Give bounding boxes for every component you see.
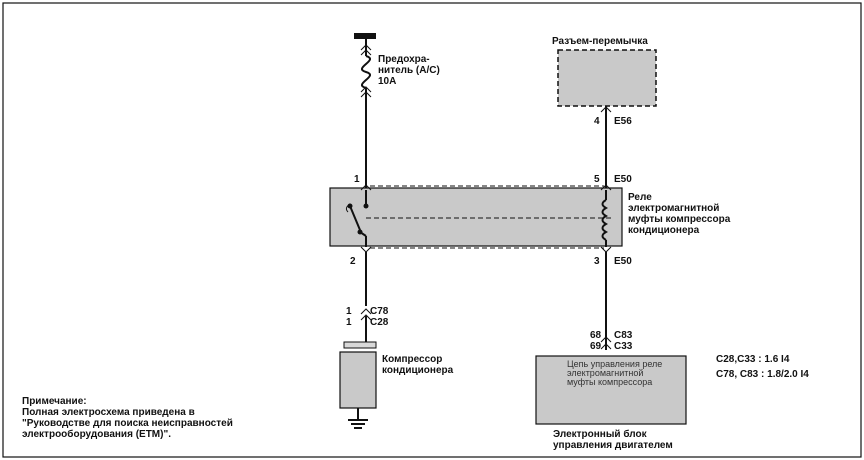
- fuse-label-line3: 10A: [378, 76, 396, 87]
- relay-coil-icon: [601, 199, 609, 241]
- relay-pin-5: 5: [594, 174, 600, 185]
- legend-line1: C28,C33 : 1.6 I4: [716, 354, 790, 365]
- ecu-pin1: 68: [590, 330, 602, 341]
- relay-pin5-chevron: [600, 184, 612, 191]
- fuse-connector-top: [360, 44, 372, 56]
- relay-pin-3: 3: [594, 256, 600, 267]
- jumper-pin: 4: [594, 116, 600, 127]
- compressor-conn2: C28: [370, 317, 389, 328]
- jumper-connector-box: [557, 49, 657, 107]
- ecu-pin2: 69: [590, 341, 602, 352]
- relay-label-line3: муфты компрессора: [628, 213, 731, 225]
- compressor-pin2: 1: [346, 317, 352, 328]
- compressor-box: [339, 351, 377, 409]
- compressor-clutch-plate: [343, 341, 377, 349]
- compressor-connector-chevrons: [360, 308, 372, 321]
- ecu-inner-line2: электромагнитной: [567, 368, 643, 378]
- relay-pin1-chevron: [360, 184, 372, 191]
- note-line2: "Руководстве для поиска неисправностей: [22, 418, 233, 429]
- relay-label-line2: электромагнитной: [628, 203, 719, 214]
- note-line3: электрооборудования (ETM)".: [22, 428, 171, 440]
- compressor-conn1: C78: [370, 306, 389, 317]
- power-bus-bar: [354, 33, 376, 39]
- jumper-connector-id: E56: [614, 116, 632, 127]
- relay-pin-2: 2: [350, 256, 356, 267]
- ecu-inner-line3: муфты компрессора: [567, 377, 652, 387]
- ecu-label-line2: управления двигателем: [553, 440, 673, 451]
- ecu-conn2: C33: [614, 341, 633, 352]
- relay-label-line1: Реле: [628, 192, 652, 203]
- ecu-connector-chevrons: [600, 336, 612, 350]
- relay-pin2-chevron: [360, 246, 372, 253]
- relay-box: [329, 187, 623, 247]
- note-line1: Полная электросхема приведена в: [22, 407, 195, 418]
- fuse-label-line2: нитель (A/C): [378, 65, 440, 76]
- compressor-label-line1: Компрессор: [382, 354, 442, 365]
- compressor-pin1: 1: [346, 306, 352, 317]
- relay-switch-arm: [349, 205, 361, 231]
- relay-connector-top: E50: [614, 174, 632, 185]
- relay-connector-bottom: E50: [614, 256, 632, 267]
- fuse-label-line1: Предохра-: [378, 54, 430, 65]
- fuse-symbol: [361, 55, 371, 89]
- ecu-conn1: C83: [614, 330, 633, 341]
- ecu-box: [535, 355, 687, 425]
- compressor-label-line2: кондиционера: [382, 365, 454, 376]
- ground-icon: [348, 419, 368, 429]
- ecu-label-line1: Электронный блок: [553, 428, 648, 440]
- jumper-connector-label: Разъем-перемычка: [552, 36, 648, 47]
- legend-line2: C78, C83 : 1.8/2.0 I4: [716, 369, 809, 380]
- ecu-inner-line1: Цепь управления реле: [567, 359, 662, 369]
- relay-label-line4: кондиционера: [628, 225, 700, 236]
- relay-pin-1: 1: [354, 174, 360, 185]
- note-title: Примечание:: [22, 396, 87, 407]
- relay-contact-top: [363, 203, 369, 209]
